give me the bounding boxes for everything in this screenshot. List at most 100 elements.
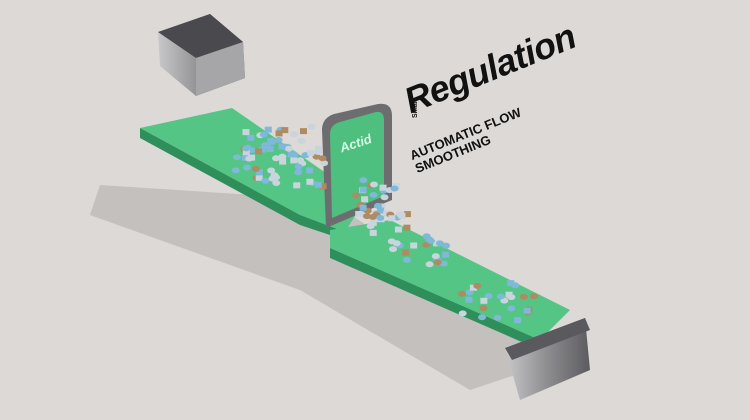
conveyor-item	[297, 138, 306, 145]
conveyor-item	[426, 237, 435, 244]
conveyor-item	[272, 180, 281, 187]
conveyor-item	[458, 310, 467, 317]
conveyor-item	[296, 157, 305, 164]
conveyor-item	[251, 165, 260, 172]
conveyor-item	[529, 293, 538, 300]
conveyor-item	[312, 153, 321, 160]
conveyor-item	[376, 214, 385, 221]
conveyor-item	[278, 143, 286, 150]
conveyor-item	[436, 240, 445, 247]
conveyor-item	[478, 314, 487, 321]
conveyor-item	[369, 219, 377, 226]
conveyor-item	[363, 213, 372, 220]
conveyor-item	[402, 249, 410, 256]
conveyor-item	[231, 167, 240, 174]
floor-shadow	[90, 185, 560, 390]
bottom-bin	[505, 318, 590, 400]
conveyor-item	[278, 153, 287, 160]
conveyor-item	[262, 142, 271, 149]
conveyor-item	[433, 259, 442, 266]
conveyor-item	[290, 157, 298, 164]
conveyor-item	[380, 194, 389, 201]
conveyor-item	[255, 174, 263, 181]
conveyor-item	[351, 192, 360, 199]
conveyor-items	[231, 123, 538, 324]
conveyor-item	[232, 154, 241, 161]
conveyor-item	[294, 163, 303, 170]
conveyor-item	[306, 167, 314, 174]
conveyor-item	[318, 155, 327, 162]
conveyor-item	[370, 181, 379, 188]
conveyor-item	[267, 167, 276, 174]
conveyor-item	[439, 260, 448, 267]
conveyor-item	[359, 204, 367, 211]
conveyor-item	[314, 145, 322, 152]
conveyor-item	[398, 212, 406, 219]
conveyor-item	[484, 293, 493, 300]
conveyor-item	[259, 146, 267, 153]
conveyor-item	[377, 207, 385, 214]
conveyor-item	[255, 169, 263, 176]
conveyor-item	[390, 185, 399, 192]
conveyor-item	[496, 293, 505, 300]
conveyor-item	[275, 130, 283, 137]
conveyor-item	[403, 224, 411, 231]
conveyor-item	[259, 131, 268, 138]
conveyor-item	[267, 137, 275, 144]
conveyor-item	[431, 253, 440, 260]
conveyor-item	[366, 223, 375, 230]
conveyor-item	[505, 291, 513, 298]
conveyor-item	[307, 123, 316, 130]
conveyor-item	[361, 196, 369, 203]
conveyor-item	[493, 314, 502, 321]
conveyor-item	[279, 158, 287, 165]
conveyor-item	[442, 251, 450, 258]
conveyor-item	[314, 181, 322, 188]
conveyor-item	[299, 128, 307, 135]
conveyor-item	[507, 280, 515, 287]
conveyor-item	[266, 146, 274, 153]
conveyor-item	[306, 178, 314, 185]
conveyor-item	[469, 284, 477, 291]
conveyor-item	[272, 155, 281, 162]
conveyor-item	[410, 242, 418, 249]
conveyor-item	[374, 202, 383, 209]
conveyor-item	[389, 246, 398, 253]
conveyor-item	[293, 182, 301, 189]
conveyor-item	[242, 149, 250, 156]
conveyor-item	[320, 160, 329, 167]
conveyor-item	[519, 293, 528, 300]
conveyor-item	[480, 297, 488, 304]
conveyor-item	[394, 226, 402, 233]
conveyor-item	[284, 145, 293, 152]
conveyor-item	[523, 307, 531, 314]
conveyor-item	[465, 296, 473, 303]
conveyor-item	[457, 290, 466, 297]
conveyor-item	[319, 183, 327, 190]
conveyor-item	[307, 149, 315, 156]
conveyor-item	[403, 256, 412, 263]
conveyor-item	[243, 144, 252, 151]
conveyor-item	[290, 151, 299, 158]
conveyor-item	[425, 261, 434, 268]
conveyor-item	[369, 191, 378, 198]
conveyor-item	[247, 134, 255, 141]
conveyor-item	[465, 289, 474, 296]
conveyor-item	[379, 184, 387, 191]
conveyor-item	[388, 215, 396, 222]
conveyor-item	[268, 175, 277, 182]
conveyor-item	[473, 282, 482, 289]
conveyor-item	[403, 211, 411, 218]
conveyor-item	[359, 177, 368, 184]
top-hopper	[158, 14, 245, 96]
conveyor-item	[369, 229, 377, 236]
conveyor-item	[294, 169, 303, 176]
conveyor-item	[507, 305, 516, 312]
conveyor-item	[274, 137, 283, 144]
conveyor-item	[359, 186, 367, 193]
conveyor-item	[261, 177, 270, 184]
conveyor-item	[511, 282, 520, 289]
conveyor-item	[264, 126, 272, 133]
conveyor-item	[255, 148, 263, 155]
conveyor-item	[290, 131, 299, 138]
